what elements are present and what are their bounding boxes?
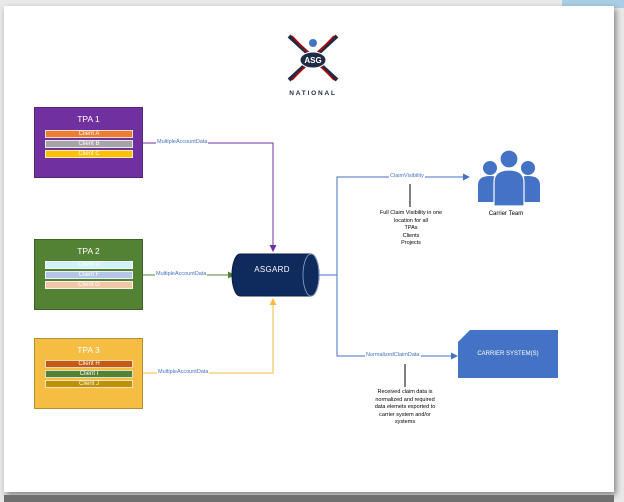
tpa1-connector <box>143 142 277 252</box>
tpa-3-box[interactable]: TPA 3 Client H Client I Client J <box>34 338 143 409</box>
normalized-label: NormalizedClaimData <box>365 352 421 359</box>
visibility-note-line: Full Claim Visibility in one <box>379 210 443 216</box>
client-b: Client B <box>45 140 133 148</box>
carrier-system-box[interactable]: CARRIER SYSTEM(S) <box>458 330 558 378</box>
tpa-2-title: TPA 2 <box>77 246 100 256</box>
carrier-system-label: CARRIER SYSTEM(S) <box>477 351 539 357</box>
visibility-note-line: Projects <box>401 240 421 246</box>
visibility-note-line: location for all <box>394 217 428 224</box>
visibility-note-line: Clients <box>402 232 420 239</box>
normalized-note-line: data elemets exported to <box>374 404 436 410</box>
logo-head-icon <box>309 39 317 47</box>
corner-tab <box>562 0 624 8</box>
client-a: Client A <box>45 130 133 138</box>
normalized-note-line: carrier system and/or <box>379 411 431 418</box>
logo-subtitle: NATIONAL <box>289 90 337 97</box>
client-g: Client G <box>45 281 133 289</box>
client-i: Client I <box>45 370 133 378</box>
logo-badge-text: ASG <box>304 56 321 65</box>
tpa-2-box[interactable]: TPA 2 Client D Client F Client G <box>34 239 143 310</box>
asgard-label: ASGARD <box>254 265 290 274</box>
visibility-note: Full Claim Visibility in one location fo… <box>366 210 456 248</box>
normalized-note-line: Received claim data is <box>377 389 433 395</box>
tpa1-edge-label: MultipleAccountData <box>156 139 209 146</box>
carrier-team-label: Carrier Team <box>488 211 524 217</box>
tpa-1-title: TPA 1 <box>77 114 100 124</box>
tpa3-edge-label: MultipleAccountData <box>157 369 210 376</box>
asgard-node[interactable] <box>231 253 320 297</box>
client-f: Client F <box>45 271 133 279</box>
tpa-3-title: TPA 3 <box>77 345 100 355</box>
tpa2-edge-label: MultipleAccountData <box>155 271 208 278</box>
asg-logo: ASG <box>287 34 339 82</box>
claim-visibility-label: ClaimVisibility <box>389 173 425 180</box>
client-d: Client D <box>45 261 133 269</box>
normalized-note-line: systems <box>394 419 416 425</box>
client-j: Client J <box>45 380 133 388</box>
client-c: Client C <box>45 150 133 158</box>
client-h: Client H <box>45 360 133 368</box>
carrier-team-icon[interactable] <box>478 149 540 207</box>
normalized-connector <box>336 275 458 360</box>
tpa-1-box[interactable]: TPA 1 Client A Client B Client C <box>34 107 143 178</box>
tpa3-connector <box>143 298 277 374</box>
page-edge <box>4 495 614 502</box>
visibility-note-line: TPAs <box>404 225 418 231</box>
normalized-note-line: normalized and required <box>375 396 435 403</box>
normalized-note: Received claim data is normalized and re… <box>358 389 452 427</box>
